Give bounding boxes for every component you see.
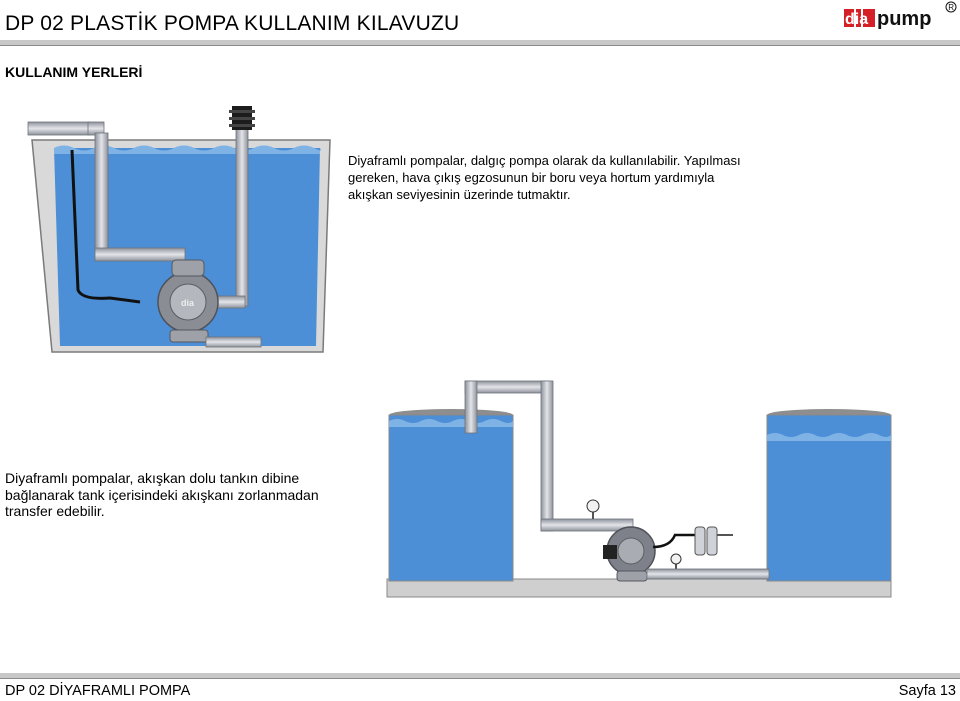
svg-text:pump: pump	[877, 8, 931, 30]
svg-text:dia: dia	[181, 298, 195, 308]
page-title: DP 02 PLASTİK POMPA KULLANIM KILAVUZU	[5, 12, 460, 35]
header-rule-line	[0, 45, 960, 46]
footer-doc-title: DP 02 DİYAFRAMLI POMPA	[5, 683, 191, 699]
submerged-pump-illustration: dia	[27, 106, 331, 353]
header-rule	[0, 40, 960, 45]
tank-transfer-illustration	[386, 380, 892, 598]
footer-rule	[0, 673, 960, 678]
usage-text-submerged: Diyaframlı pompalar, dalgıç pompa olarak…	[348, 153, 741, 202]
svg-text:dia: dia	[845, 11, 868, 28]
svg-text:R: R	[948, 3, 954, 12]
diapump-logo: dia pump R	[844, 1, 957, 30]
footer-rule-line	[0, 678, 960, 679]
section-title: KULLANIM YERLERİ	[5, 64, 143, 80]
page-number: Sayfa 13	[898, 683, 956, 699]
usage-text-transfer: Diyaframlı pompalar, akışkan dolu tankın…	[5, 470, 319, 519]
